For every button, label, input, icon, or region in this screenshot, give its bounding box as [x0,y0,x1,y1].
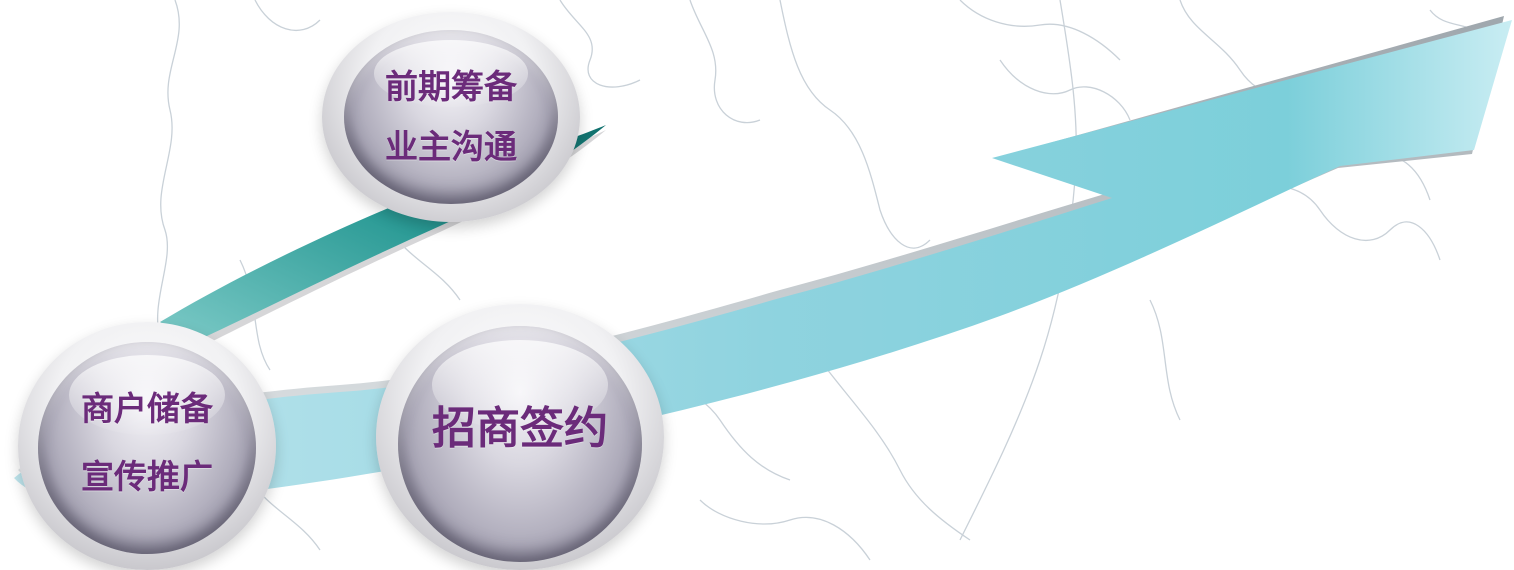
node-preparation-face: 前期筹备 业主沟通 [344,30,558,204]
node-reserve-face: 商户储备 宣传推广 [38,342,256,554]
node-reserve-line1: 商户储备 [81,389,213,428]
node-signing: 招商签约 [376,304,664,570]
node-reserve: 商户储备 宣传推广 [18,322,276,570]
node-preparation-line1: 前期筹备 [385,67,517,106]
node-preparation-line2: 业主沟通 [385,127,517,166]
node-signing-label: 招商签约 [432,403,608,454]
node-reserve-gloss [68,354,226,436]
node-signing-face: 招商签约 [398,326,642,562]
node-signing-gloss [432,340,608,430]
light-arrow [14,20,1512,504]
node-preparation: 前期筹备 业主沟通 [322,12,580,222]
node-reserve-line2: 宣传推广 [81,457,213,496]
node-preparation-gloss [373,40,529,107]
